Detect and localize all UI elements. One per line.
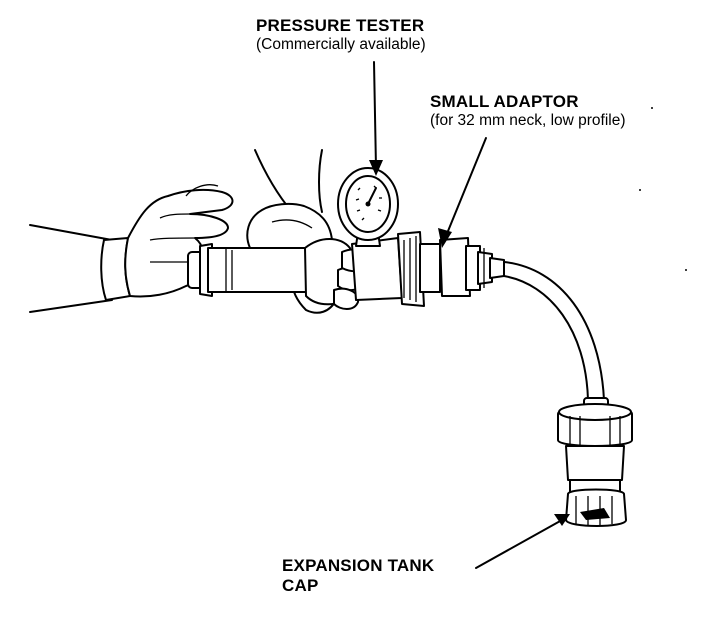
tester-body: [187, 231, 441, 310]
adaptor-arrowhead: [438, 228, 452, 248]
expansion-tank-cap-line1: EXPANSION TANK: [282, 556, 435, 575]
pressure-gauge: [337, 167, 399, 247]
expansion-tank-cap-label: EXPANSION TANK CAP: [282, 556, 434, 595]
pressure-tester-label: PRESSURE TESTER (Commercially available): [256, 16, 426, 53]
expansion-tank-cap: [557, 397, 633, 527]
cap-leader-line: [475, 519, 563, 569]
cap-arrowhead: [554, 514, 570, 526]
pressure-tester-note: (Commercially available): [256, 35, 426, 53]
hose: [503, 261, 605, 401]
scan-specks: [639, 107, 687, 271]
pressure-tester-title: PRESSURE TESTER: [256, 16, 425, 35]
small-adaptor-title: SMALL ADAPTOR: [430, 92, 579, 111]
tester-leader-line: [373, 61, 377, 169]
tester-arrowhead: [369, 160, 383, 176]
left-arm: [29, 184, 234, 313]
adaptor-leader-line: [445, 137, 487, 237]
leader-lines: [369, 61, 570, 569]
small-adaptor-label: SMALL ADAPTOR (for 32 mm neck, low profi…: [430, 92, 626, 129]
small-adaptor: [439, 237, 505, 297]
small-adaptor-note: (for 32 mm neck, low profile): [430, 111, 626, 129]
expansion-tank-cap-line2: CAP: [282, 575, 319, 595]
